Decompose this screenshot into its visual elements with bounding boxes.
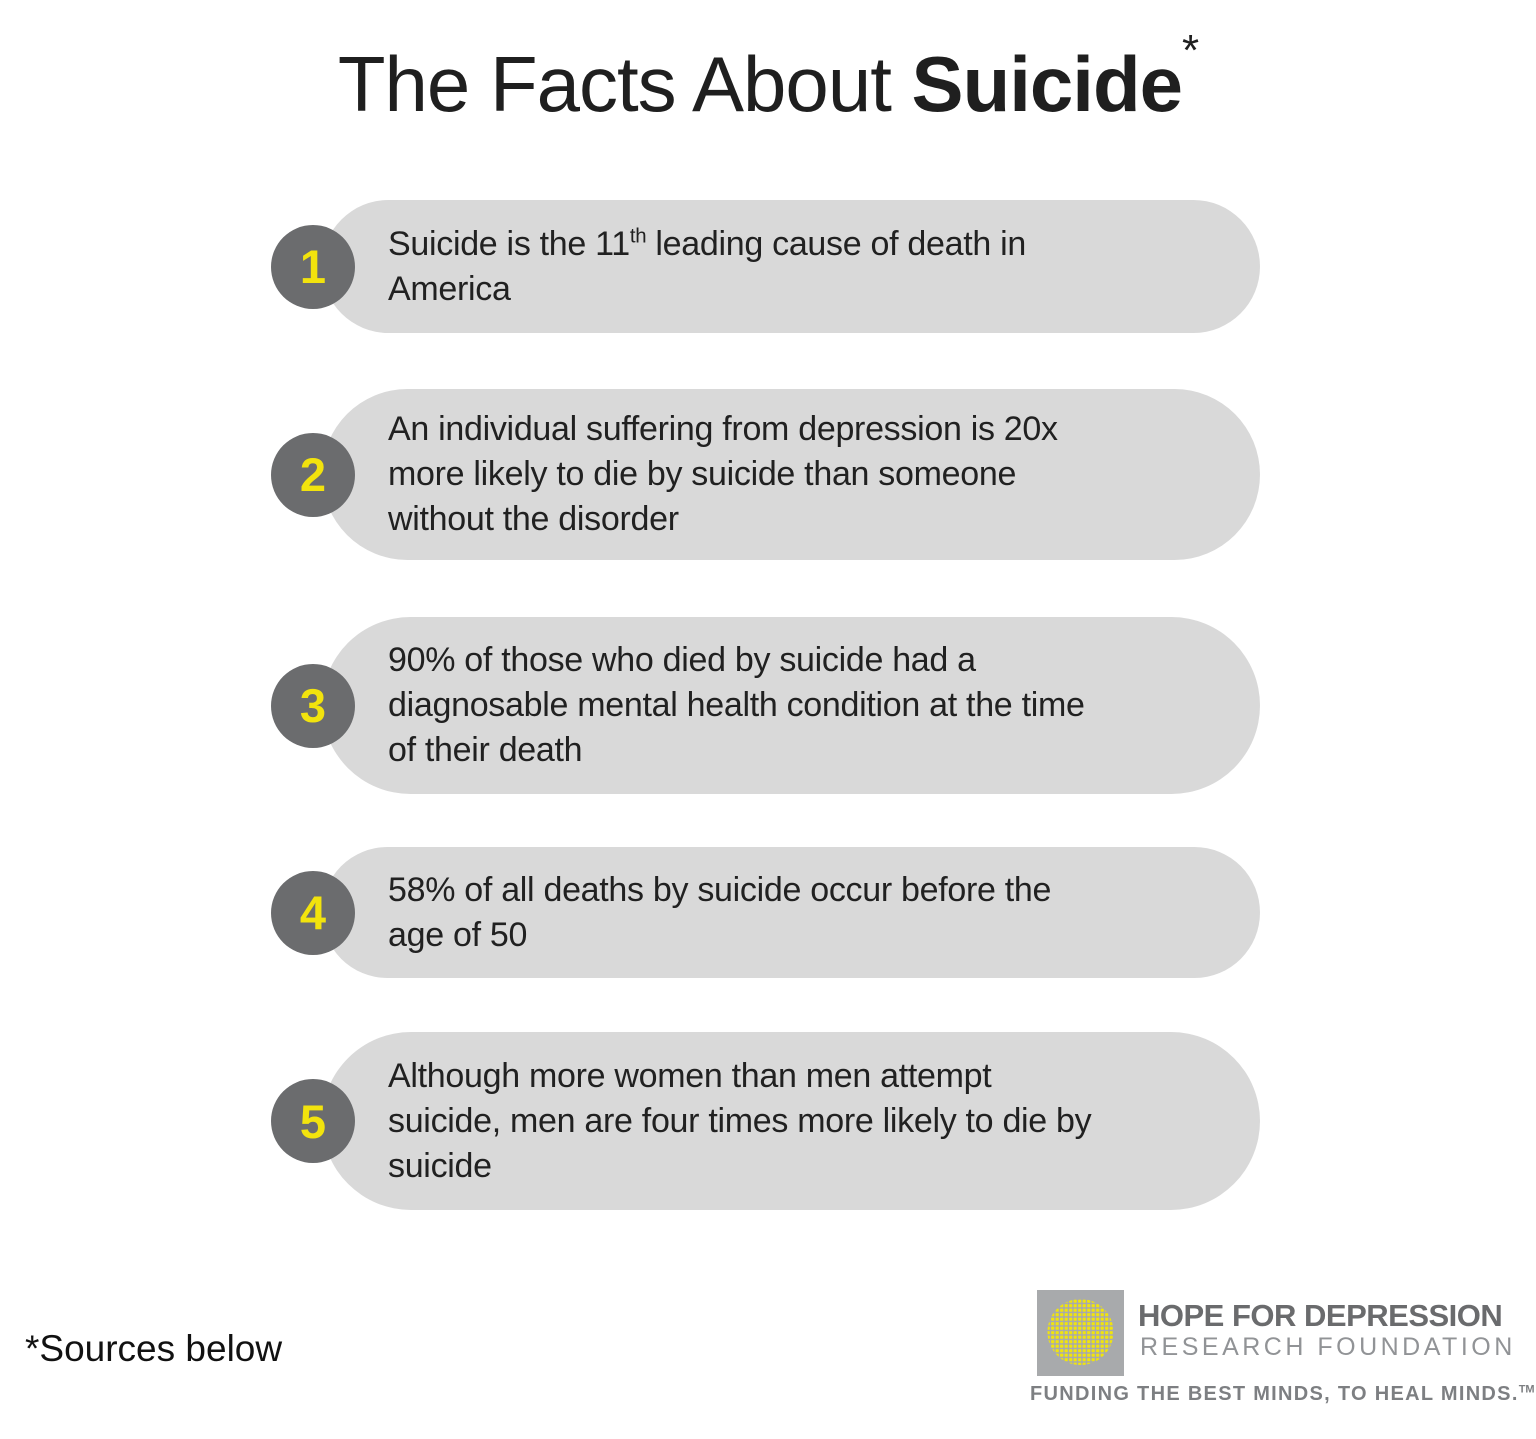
hdrf-logo-mark-icon <box>1037 1290 1124 1376</box>
fact-1-line-2: America <box>388 269 511 308</box>
fact-pill-4: 58% of all deaths by suicide occur befor… <box>322 847 1260 978</box>
fact-3-line-1: 90% of those who died by suicide had a <box>388 641 976 679</box>
fact-row-4: 58% of all deaths by suicide occur befor… <box>0 847 1536 978</box>
fact-row-2: An individual suffering from depression … <box>0 389 1536 560</box>
title-asterisk: * <box>1181 26 1199 75</box>
fact-5-line-1: Although more women than men attempt <box>388 1056 992 1095</box>
fact-text-5: Although more women than men attempt sui… <box>388 1054 1092 1189</box>
page-title: The Facts About Suicide* <box>0 26 1536 130</box>
logo-org-subtitle: RESEARCH FOUNDATION <box>1140 1333 1516 1361</box>
fact-number-badge-2: 2 <box>271 432 355 517</box>
title-bold-word: Suicide <box>911 40 1183 128</box>
logo-org-name: HOPE FOR DEPRESSION <box>1138 1298 1503 1333</box>
fact-3-line-2: diagnosable mental health condition at t… <box>388 686 1085 724</box>
fact-2-line-3: without the disorder <box>388 500 679 538</box>
logo-tagline: FUNDING THE BEST MINDS, TO HEAL MINDS.TM <box>1030 1383 1535 1405</box>
fact-text-4: 58% of all deaths by suicide occur befor… <box>388 868 1051 958</box>
fact-2-line-1: An individual suffering from depression … <box>388 410 1058 448</box>
fact-number-badge-3: 3 <box>271 663 355 748</box>
fact-number-4: 4 <box>299 886 327 939</box>
fact-3-line-3: of their death <box>388 731 583 769</box>
fact-text-3: 90% of those who died by suicide had a d… <box>388 638 1085 773</box>
fact-pill-3: 90% of those who died by suicide had a d… <box>322 617 1260 794</box>
fact-row-3: 90% of those who died by suicide had a d… <box>0 617 1536 794</box>
fact-number-badge-5: 5 <box>271 1079 355 1163</box>
superscript-th: th <box>629 225 647 248</box>
fact-5-line-2: suicide, men are four times more likely … <box>388 1101 1092 1140</box>
fact-text-2: An individual suffering from depression … <box>388 407 1058 542</box>
fact-number-5: 5 <box>299 1094 327 1148</box>
trademark-symbol: TM <box>1518 1383 1535 1396</box>
fact-number-badge-1: 1 <box>271 224 355 309</box>
fact-number-3: 3 <box>299 679 327 732</box>
fact-4-line-2: age of 50 <box>388 915 528 954</box>
fact-pill-1: Suicide is the 11th leading cause of dea… <box>322 200 1260 333</box>
fact-row-1: Suicide is the 11th leading cause of dea… <box>0 200 1536 333</box>
fact-1-line-1: Suicide is the 11th leading cause of dea… <box>388 224 1026 263</box>
fact-5-line-3: suicide <box>388 1146 492 1185</box>
title-regular: The Facts About <box>337 40 912 128</box>
fact-4-line-1: 58% of all deaths by suicide occur befor… <box>388 870 1052 909</box>
fact-number-2: 2 <box>299 448 327 501</box>
fact-text-1: Suicide is the 11th leading cause of dea… <box>388 222 1026 312</box>
sources-footnote: *Sources below <box>25 1328 283 1369</box>
fact-pill-5: Although more women than men attempt sui… <box>322 1032 1260 1210</box>
fact-row-5: Although more women than men attempt sui… <box>0 1032 1536 1210</box>
fact-pill-2: An individual suffering from depression … <box>322 389 1260 560</box>
fact-number-badge-4: 4 <box>271 870 355 955</box>
fact-number-1: 1 <box>299 240 327 293</box>
fact-2-line-2: more likely to die by suicide than someo… <box>388 455 1017 493</box>
